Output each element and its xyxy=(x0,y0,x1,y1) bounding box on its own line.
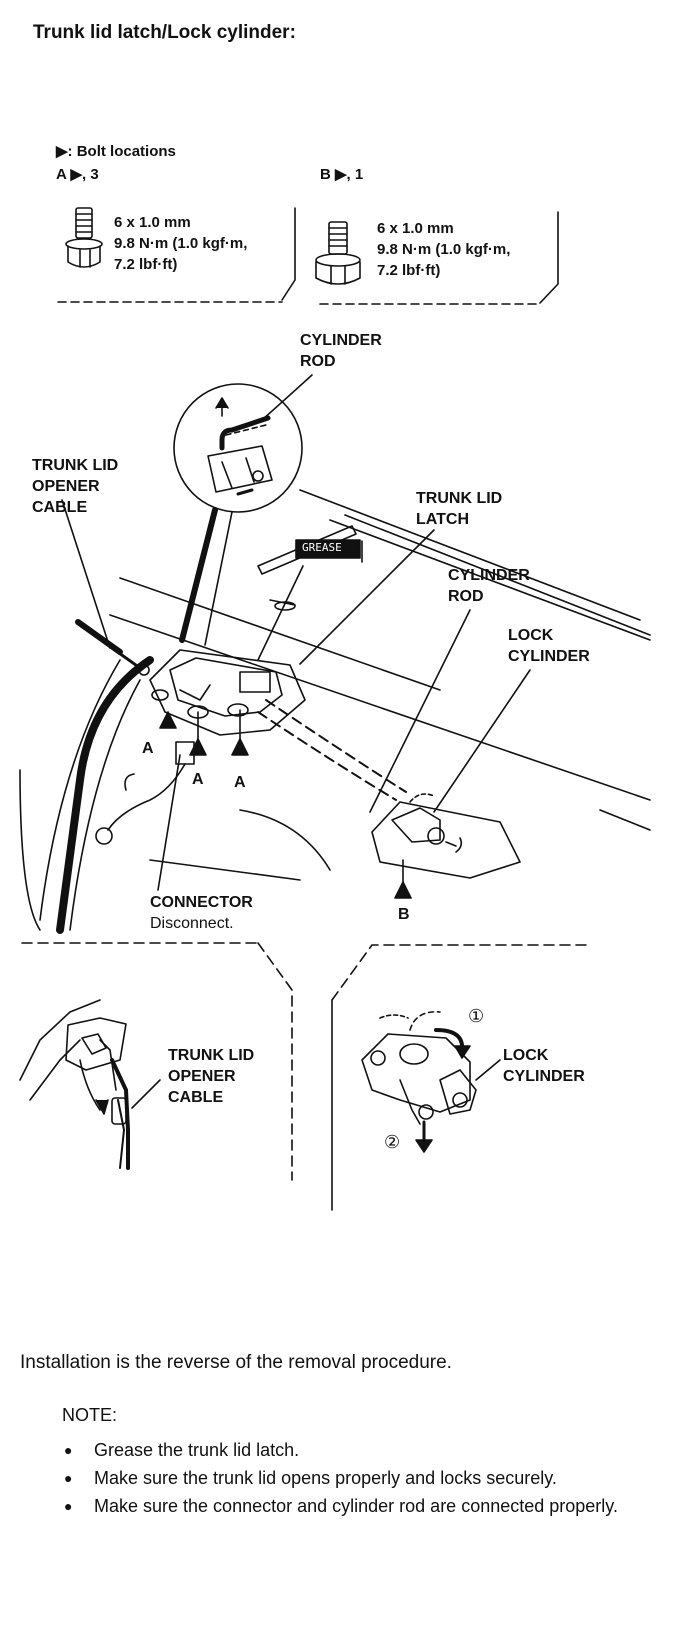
bolt-b-size: 6 x 1.0 mm xyxy=(377,220,454,237)
opener-cable-detail xyxy=(19,999,161,1170)
lock-cylinder-detail xyxy=(361,1011,501,1153)
bolt-a-marker-1: A xyxy=(142,740,154,757)
bolt-a-label: A ▶, 3 xyxy=(56,166,99,183)
bolt-a-torque-1: 9.8 N·m (1.0 kgf·m, xyxy=(114,235,248,252)
installation-text: Installation is the reverse of the remov… xyxy=(20,1352,452,1373)
bolt-b-label: B ▶, 1 xyxy=(320,166,364,183)
note-list: Grease the trunk lid latch. Make sure th… xyxy=(60,1437,660,1521)
bolt-b-icon xyxy=(315,221,361,285)
lock-cylinder-assembly xyxy=(371,793,521,879)
step-2-marker: ② xyxy=(384,1132,401,1152)
note-item: Grease the trunk lid latch. xyxy=(60,1437,660,1463)
bolt-b-torque-2: 7.2 lbf·ft) xyxy=(377,262,441,279)
note-item: Make sure the connector and cylinder rod… xyxy=(60,1493,660,1519)
bolt-b-marker: B xyxy=(398,906,410,923)
bolt-a-marker-2: A xyxy=(192,771,204,788)
step-1-marker: ① xyxy=(468,1006,485,1026)
bolt-a-icon xyxy=(65,207,103,268)
bolt-a-size: 6 x 1.0 mm xyxy=(114,214,191,231)
grease-tag: GREASE xyxy=(302,541,342,554)
section-title: Trunk lid latch/Lock cylinder: xyxy=(33,22,296,43)
connector-label: CONNECTOR xyxy=(150,894,253,911)
note-item: Make sure the trunk lid opens properly a… xyxy=(60,1465,660,1491)
bolt-a-marker-3: A xyxy=(234,774,246,791)
cylinder-rod-detail-circle xyxy=(173,383,303,513)
bolt-b-torque-1: 9.8 N·m (1.0 kgf·m, xyxy=(377,241,511,258)
bolt-locations-heading: ▶: Bolt locations xyxy=(56,143,176,160)
bolt-a-torque-2: 7.2 lbf·ft) xyxy=(114,256,178,273)
note-heading: NOTE: xyxy=(62,1405,118,1425)
connector-action: Disconnect. xyxy=(150,915,234,932)
